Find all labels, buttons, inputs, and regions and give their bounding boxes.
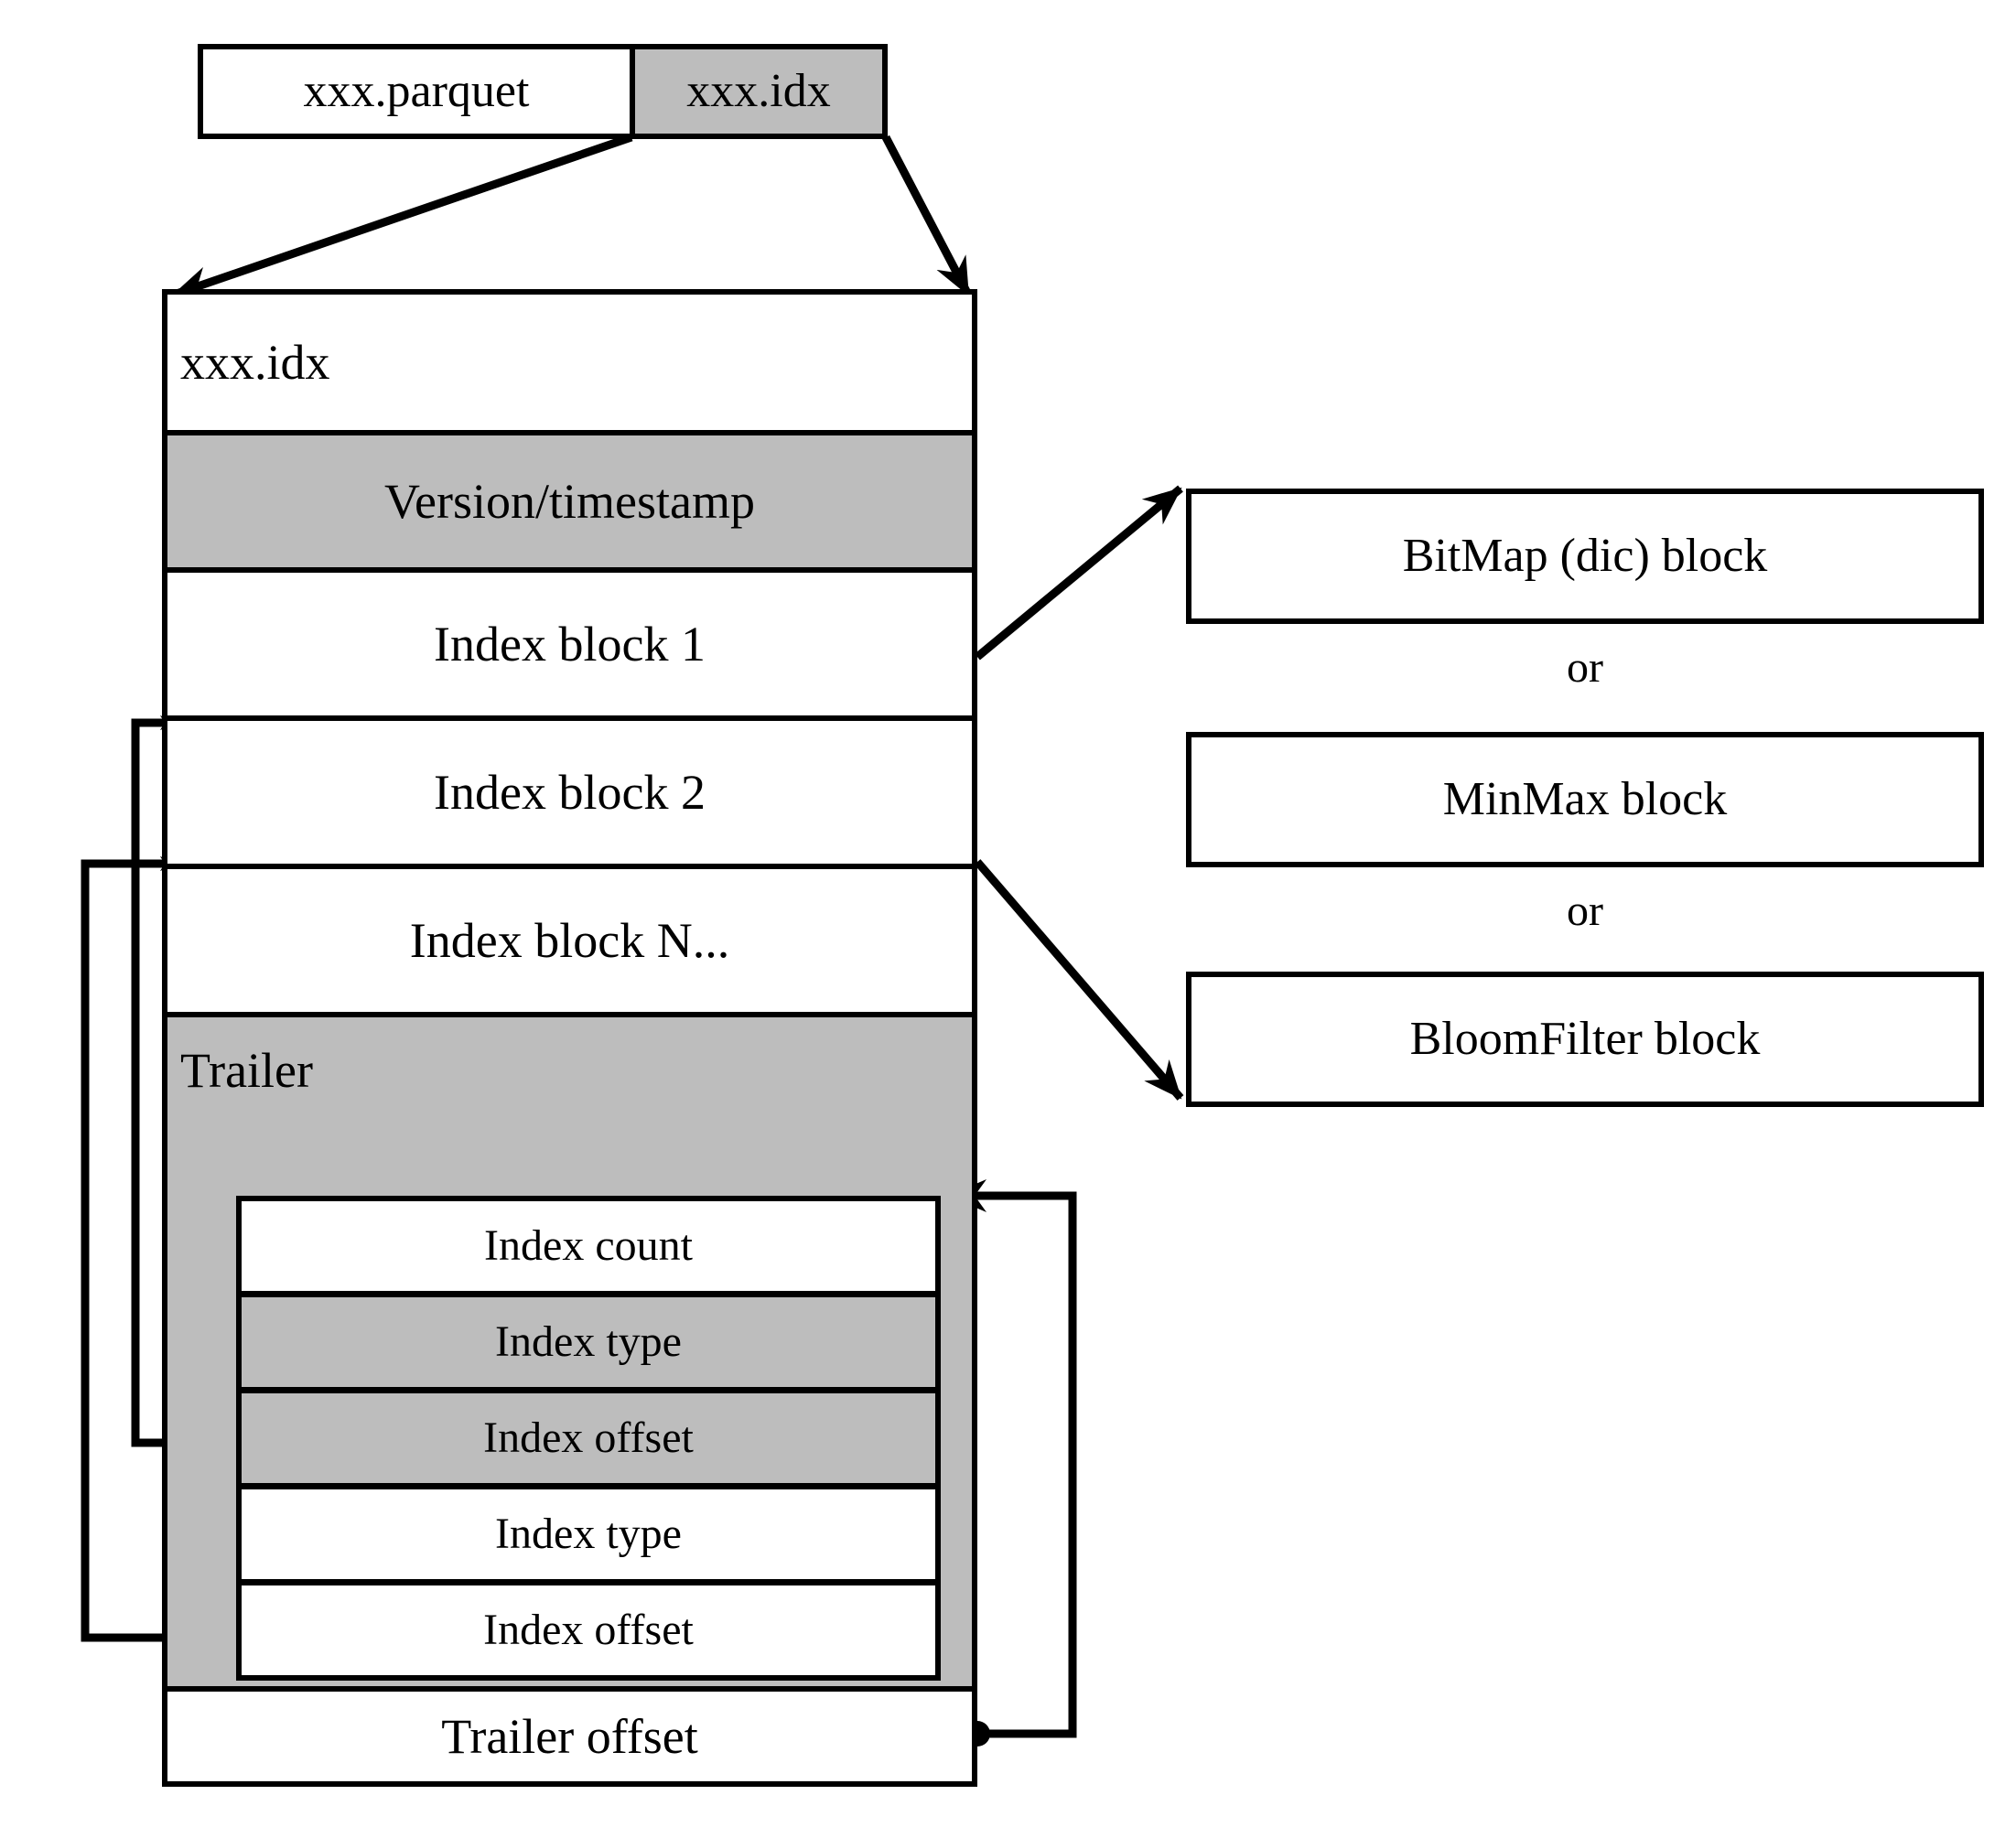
parquet-file-box[interactable]: xxx.parquet (198, 44, 635, 139)
block-type-minmax-label: MinMax block (1442, 772, 1728, 825)
block-type-bitmap-label: BitMap (dic) block (1402, 529, 1768, 582)
trailer-row-index-offset-2-label: Index offset (483, 1605, 694, 1654)
block-type-separator-2-label: or (1567, 886, 1603, 935)
idx-file-header-row: xxx.idx (162, 289, 977, 435)
arrow-idx-to-file-right (882, 134, 972, 297)
arrow-indexblock-to-bloomfilter (974, 859, 1184, 1101)
block-type-bitmap[interactable]: BitMap (dic) block (1186, 489, 1984, 624)
trailer-row-index-offset-1-label: Index offset (483, 1413, 694, 1462)
trailer-row-index-type-2[interactable]: Index type (236, 1484, 941, 1585)
section-trailer-offset[interactable]: Trailer offset (162, 1686, 977, 1787)
block-type-separator-1-label: or (1567, 642, 1603, 692)
trailer-row-index-offset-2[interactable]: Index offset (236, 1580, 941, 1681)
idx-file-box[interactable]: xxx.idx (630, 44, 888, 139)
block-type-separator-1: or (1186, 628, 1984, 706)
section-index-block-2-label: Index block 2 (434, 764, 706, 820)
section-version-timestamp-label: Version/timestamp (384, 473, 755, 529)
parquet-file-label: xxx.parquet (303, 64, 530, 117)
arrow-idx-to-file-left (172, 133, 633, 299)
idx-file-label: xxx.idx (686, 64, 831, 117)
block-type-minmax[interactable]: MinMax block (1186, 732, 1984, 867)
block-type-bloomfilter-label: BloomFilter block (1409, 1012, 1761, 1065)
section-index-block-1-label: Index block 1 (434, 616, 706, 672)
section-index-block-n-label: Index block N... (409, 912, 730, 968)
section-index-block-1[interactable]: Index block 1 (162, 567, 977, 721)
block-type-separator-2: or (1186, 871, 1984, 950)
trailer-row-index-type-2-label: Index type (495, 1509, 682, 1558)
trailer-row-index-type-1-label: Index type (495, 1317, 682, 1366)
section-version-timestamp[interactable]: Version/timestamp (162, 430, 977, 573)
trailer-row-index-offset-1[interactable]: Index offset (236, 1388, 941, 1489)
trailer-row-index-count-label: Index count (484, 1220, 693, 1270)
section-index-block-n[interactable]: Index block N... (162, 864, 977, 1017)
trailer-row-index-count[interactable]: Index count (236, 1196, 941, 1296)
idx-file-header-label: xxx.idx (180, 334, 330, 390)
section-trailer-label: Trailer (180, 1043, 313, 1098)
arrow-indexblock-to-bitmap (975, 485, 1183, 661)
section-index-block-2[interactable]: Index block 2 (162, 715, 977, 869)
block-type-bloomfilter[interactable]: BloomFilter block (1186, 972, 1984, 1107)
trailer-row-index-type-1[interactable]: Index type (236, 1292, 941, 1392)
section-trailer-offset-label: Trailer offset (441, 1708, 698, 1764)
